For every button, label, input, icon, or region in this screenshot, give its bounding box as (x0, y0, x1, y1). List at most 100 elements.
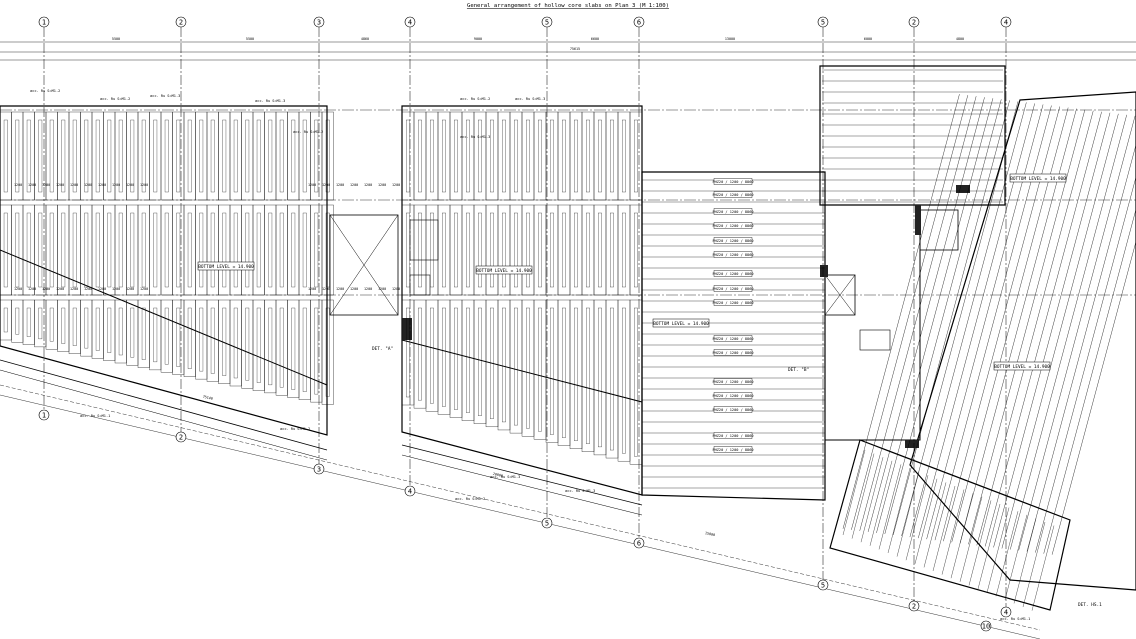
slab-core-mark (233, 119, 238, 193)
grid-axis-label-top: 5 (821, 19, 825, 27)
skew-slab-group (867, 97, 985, 532)
skew-slab-joint (842, 94, 960, 529)
slab-core-mark (325, 307, 330, 397)
slab-tag-text: PHZ20 / 1200 / 8860 (712, 224, 753, 228)
lower-skew-slab-joint (932, 485, 956, 572)
grid-axis-bubble-top (1000, 16, 1012, 28)
slab-core-mark (61, 119, 66, 193)
bottom-dim-1: 75140 (202, 395, 213, 401)
grid-axis-label-bottom: 2 (179, 434, 183, 442)
slab-tag-box (713, 446, 753, 453)
slab-core-mark (72, 119, 77, 193)
skew-slab-joint (867, 97, 985, 532)
slab-tag-box (713, 335, 753, 342)
slab-core-mark (466, 212, 470, 288)
slab-core-mark (107, 307, 112, 353)
slab-core-mark (26, 119, 31, 193)
rein-tag-8: acc. Ru S=M1.3 (460, 135, 490, 139)
slab-core-mark (586, 307, 590, 444)
slab-core-mark (118, 307, 123, 356)
slab-tag-text: PHZ20 / 1200 / 8860 (712, 287, 753, 291)
hollow-core-slab (629, 111, 643, 201)
slab-core-mark (118, 119, 123, 193)
slab-core-mark (314, 119, 319, 193)
slab-tag-box (713, 406, 753, 413)
grid-axis-bubble-bottom (175, 431, 187, 443)
hollow-core-slab (321, 111, 334, 201)
slab-core-mark (622, 307, 626, 454)
slab-tag-box (713, 251, 753, 258)
slab-core-mark (141, 212, 146, 288)
slab-core-mark (598, 212, 602, 288)
rein-tag-11: acc. Ru S=M1.3 (490, 475, 520, 479)
shaft-box-left (329, 214, 399, 316)
level-label-5: BOTTOM LEVEL = 14.900 (994, 364, 1050, 370)
slab-core-mark (478, 119, 482, 193)
slab-core-mark (3, 119, 8, 193)
slab-core-mark (15, 119, 20, 193)
row-dim-label: 1200 (308, 183, 316, 187)
slab-core-mark (418, 119, 422, 193)
top-dim-7: 6000 (864, 37, 872, 41)
rein-tag-4: acc. Ru S=M1.3 (255, 99, 285, 103)
rein-tag-10: acc. Ru S=M1.2 (280, 427, 310, 431)
slab-core-mark (574, 307, 578, 441)
level-label-2: BOTTOM LEVEL = 14.900 (476, 268, 532, 274)
detail-label-b: DET. "B" (788, 367, 809, 373)
slab-tag-text: PHZ20 / 1200 / 8860 (712, 448, 753, 452)
grid-axis-bubble-top (908, 16, 920, 28)
upper-right-slab-zone (819, 65, 1006, 206)
rein-tag-14: acc. Ru S=M1.1 (1000, 617, 1030, 621)
slab-core-mark (187, 212, 192, 288)
slab-core-mark (141, 119, 146, 193)
slab-core-mark (314, 307, 319, 395)
grid-axis-bubble-top (817, 16, 829, 28)
slab-core-mark (72, 307, 77, 346)
slab-core-mark (199, 119, 204, 193)
slab-core-mark (118, 212, 123, 288)
lower-skew-slab-joint (869, 460, 893, 546)
row-dim-label: 1200 (70, 287, 78, 291)
skew-slab-joint (1051, 119, 1136, 555)
slab-core-mark (314, 212, 319, 288)
top-dim-1: 5500 (112, 37, 120, 41)
slab-tag-box (713, 178, 753, 185)
slab-core-mark (490, 119, 494, 193)
slab-core-mark (291, 119, 296, 193)
slab-tag-box (713, 432, 753, 439)
lower-skew-slab-joint (995, 511, 1019, 597)
slab-tag-text: PHZ20 / 1200 / 8860 (712, 337, 753, 341)
slab-tag-box (713, 208, 753, 215)
slab-core-mark (222, 119, 227, 193)
slab-core-mark (406, 307, 410, 398)
slab-core-mark (634, 212, 638, 288)
skew-slab-joint (985, 111, 1102, 547)
slab-core-mark (61, 212, 66, 288)
row-dim-label: 1200 (308, 287, 316, 291)
grid-axis-label-top: 6 (637, 19, 641, 27)
hollow-core-slab (629, 204, 643, 296)
slab-core-mark (84, 307, 89, 349)
lower-skew-slab-joint (842, 449, 866, 536)
top-dim-5: 6600 (591, 37, 599, 41)
slab-core-mark (562, 119, 566, 193)
grid-axis-label-bottom: 2 (912, 603, 916, 611)
hollow-core-slab (629, 299, 643, 465)
slab-core-mark (550, 119, 554, 193)
row-dim-label: 1200 (350, 183, 358, 187)
slab-core-mark (49, 212, 54, 288)
slab-core-mark (3, 212, 8, 288)
slab-tag-box (713, 392, 753, 399)
row-dim-label: 1200 (378, 183, 386, 187)
slab-tag-box (713, 378, 753, 385)
top-dim-total: 75615 (570, 47, 580, 51)
slab-core-mark (502, 307, 506, 423)
slab-core-mark (406, 212, 410, 288)
level-label-3: BOTTOM LEVEL = 14.900 (653, 321, 709, 327)
slab-tag-text: PHZ20 / 1200 / 8860 (712, 408, 753, 412)
skew-slab-group (884, 99, 1002, 535)
skew-slab-joint (876, 98, 994, 533)
slab-core-mark (210, 307, 215, 374)
row-dim-label: 1200 (14, 287, 22, 291)
